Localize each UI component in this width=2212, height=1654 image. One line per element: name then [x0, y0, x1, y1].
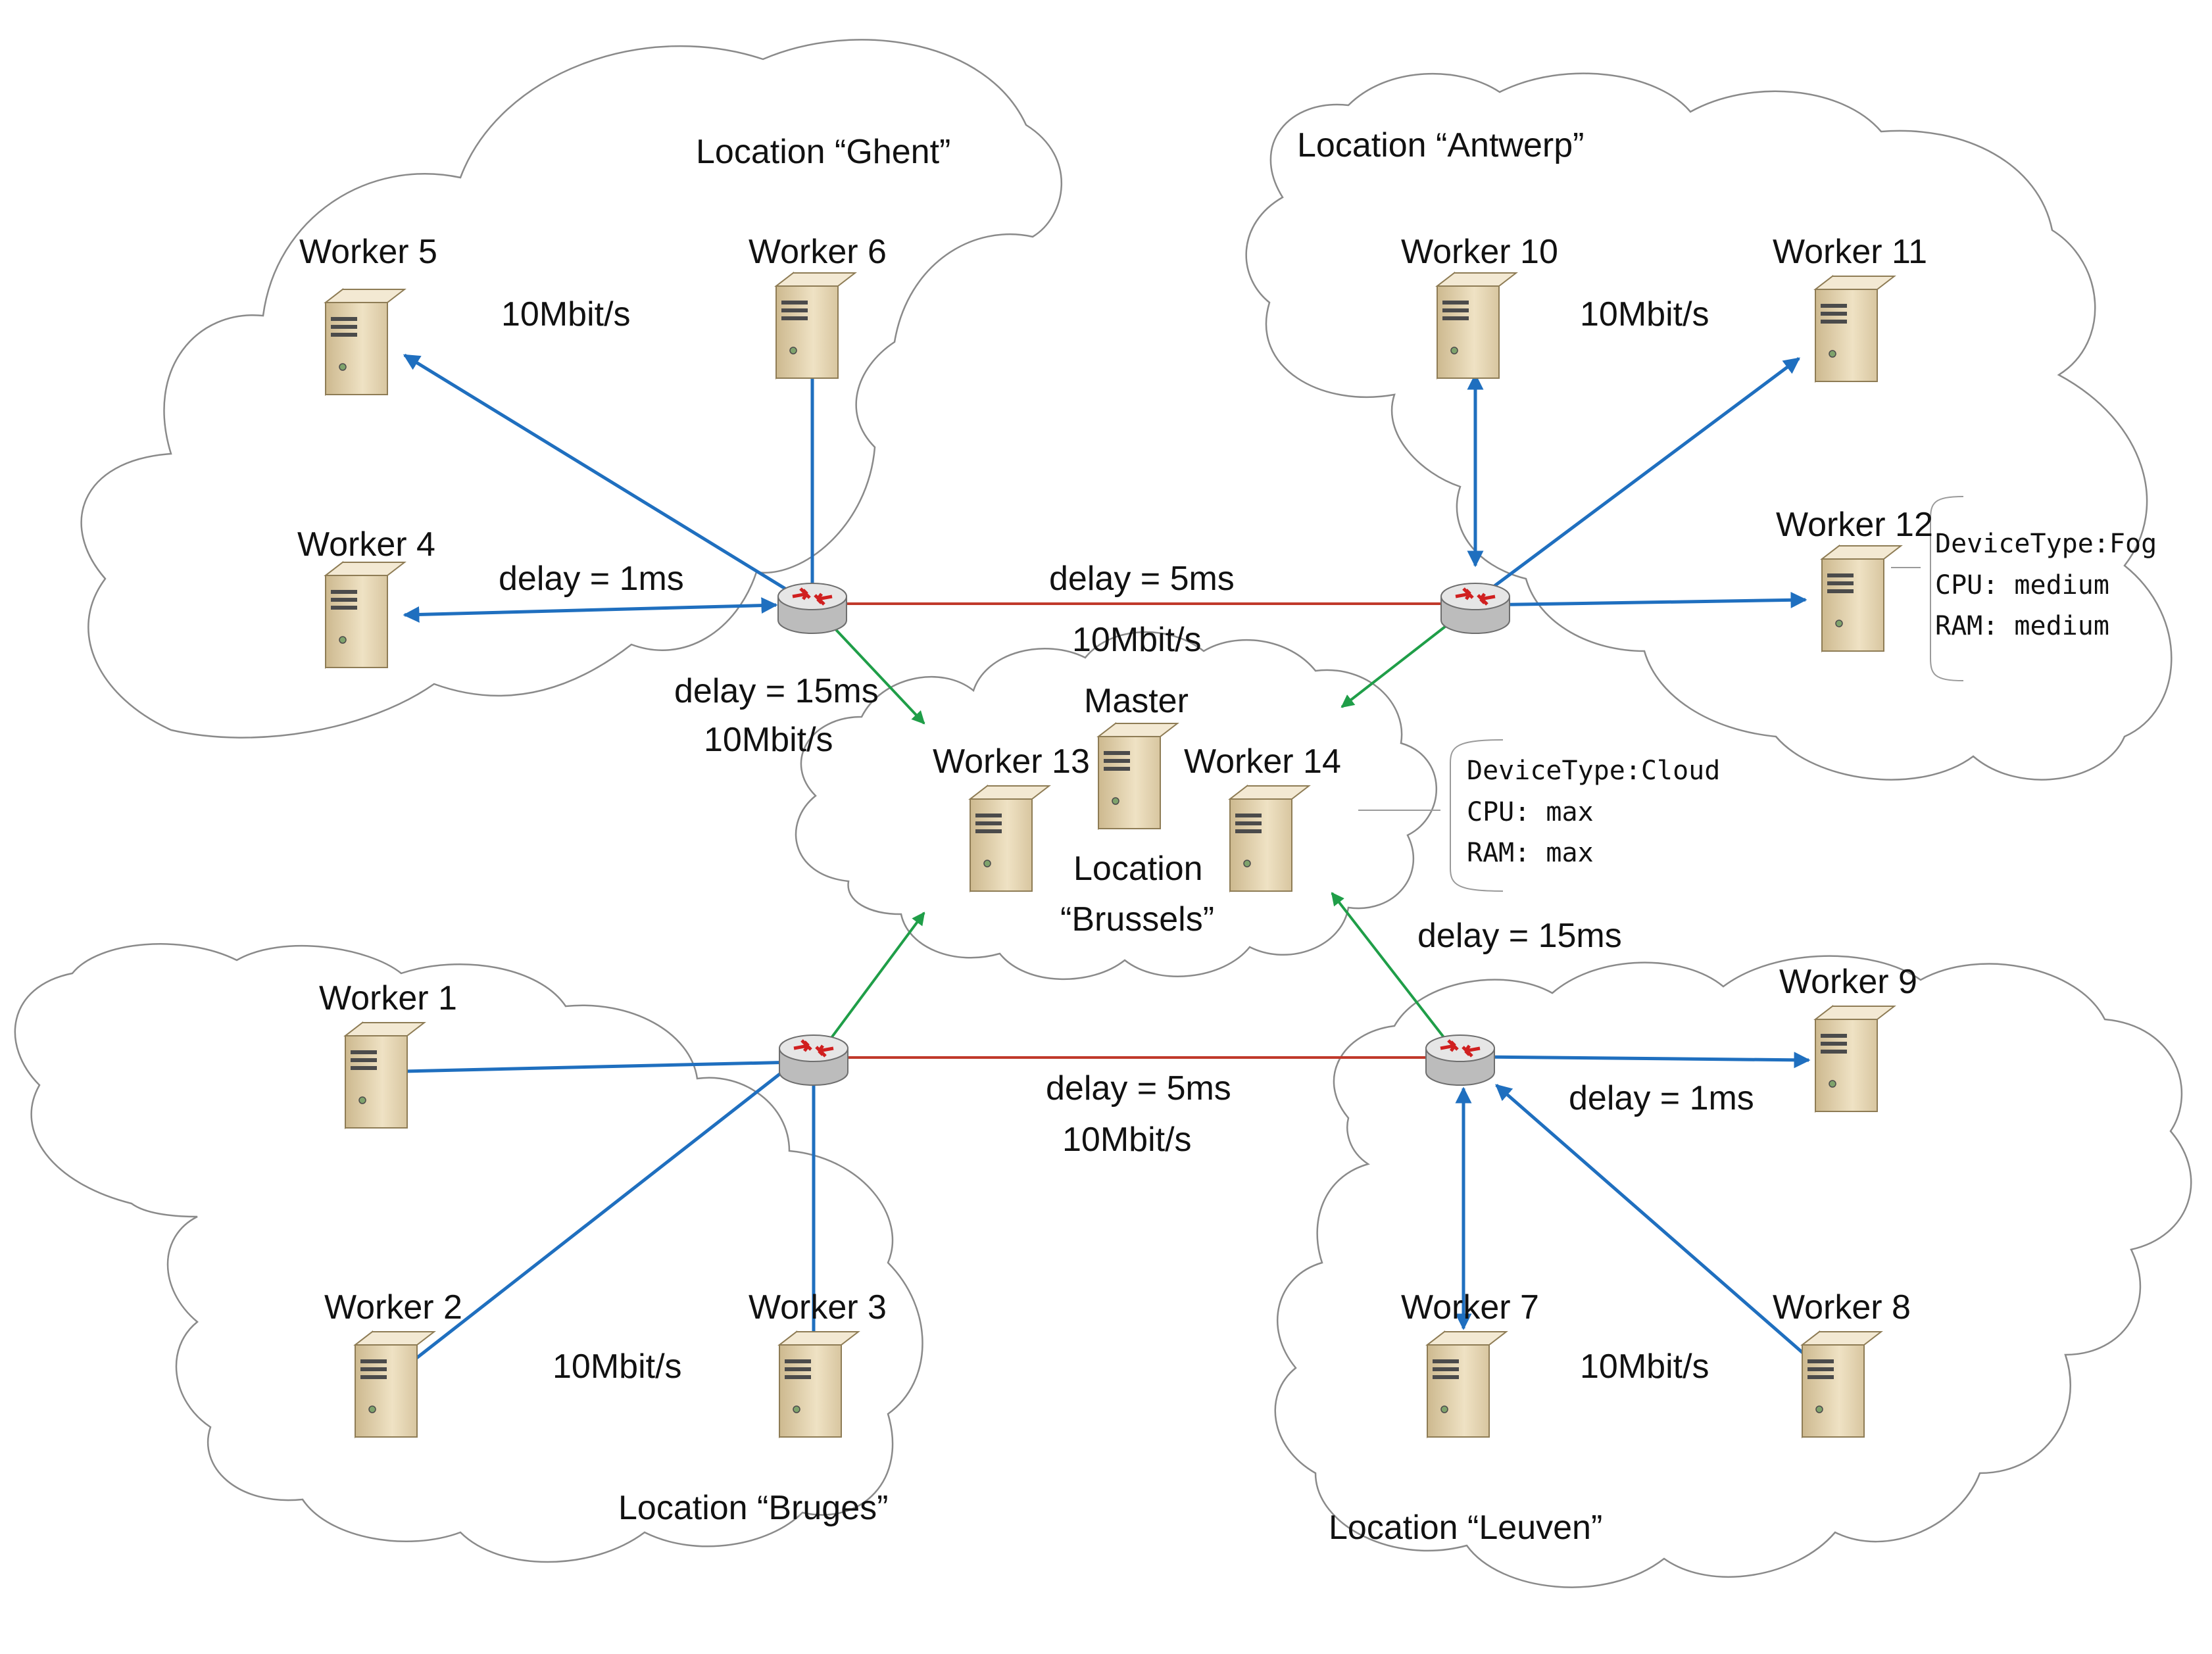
label-leuven-uplink-delay: delay = 15ms — [1417, 917, 1622, 955]
server-icon[interactable] — [1437, 272, 1517, 379]
server-icon[interactable] — [325, 289, 405, 395]
label-bottom-backbone-bandwidth: 10Mbit/s — [1062, 1121, 1192, 1159]
label-location-antwerp: Location “Antwerp” — [1297, 126, 1584, 164]
label-worker-8: Worker 8 — [1773, 1288, 1911, 1326]
server-icon[interactable] — [775, 272, 856, 379]
label-ghent-uplink-delay: delay = 15ms — [674, 672, 879, 710]
label-location-bruges: Location “Bruges” — [618, 1489, 888, 1527]
server-icon[interactable] — [1802, 1331, 1882, 1438]
link-ghent-worker4 — [403, 597, 778, 623]
label-location-brussels-line1: Location — [1073, 850, 1203, 888]
cloud-annotation-bracket — [1450, 739, 1504, 892]
fog-cpu: CPU: medium — [1935, 570, 2109, 600]
server-icon[interactable] — [1815, 276, 1895, 382]
label-bruges-bandwidth: 10Mbit/s — [553, 1348, 682, 1386]
cloud-leuven — [1274, 955, 2192, 1588]
link-bruges-worker2 — [390, 1058, 800, 1379]
link-ghent-worker5 — [403, 353, 797, 597]
uplink-bruges-brussels — [824, 912, 925, 1047]
cloud-ram: RAM: max — [1467, 838, 1594, 868]
label-antwerp-bandwidth: 10Mbit/s — [1580, 295, 1709, 333]
router-icon — [778, 583, 847, 633]
label-master: Master — [1084, 682, 1189, 720]
label-worker-3: Worker 3 — [749, 1288, 887, 1326]
link-antwerp-worker12 — [1479, 591, 1807, 608]
server-icon[interactable] — [325, 562, 405, 668]
label-leuven-bandwidth: 10Mbit/s — [1580, 1348, 1709, 1386]
label-bottom-backbone-delay: delay = 5ms — [1046, 1069, 1231, 1107]
label-worker-10: Worker 10 — [1401, 233, 1558, 271]
server-icon[interactable] — [1229, 785, 1310, 892]
cloud-antwerp — [1245, 72, 2173, 781]
cloud-device-annotation: DeviceType:Cloud CPU: max RAM: max — [1467, 756, 1720, 868]
cloud-bruges — [14, 943, 923, 1563]
uplink-antwerp-brussels — [1340, 614, 1462, 708]
label-worker-1: Worker 1 — [319, 979, 457, 1017]
label-ghent-bandwidth: 10Mbit/s — [501, 295, 631, 333]
label-worker-7: Worker 7 — [1401, 1288, 1539, 1326]
fog-device-annotation: DeviceType:Fog CPU: medium RAM: medium — [1935, 529, 2157, 641]
label-worker-4: Worker 4 — [297, 525, 435, 564]
fog-ram: RAM: medium — [1935, 611, 2109, 641]
cloud-ghent — [80, 39, 1062, 739]
uplink-ghent-brussels — [818, 610, 925, 725]
cloud-cpu: CPU: max — [1467, 797, 1594, 827]
link-leuven-worker8 — [1495, 1084, 1836, 1382]
cloud-device-type: DeviceType:Cloud — [1467, 756, 1720, 786]
router-icon — [1441, 583, 1510, 633]
router-icon — [1426, 1035, 1494, 1085]
label-leuven-delay: delay = 1ms — [1569, 1079, 1754, 1117]
label-worker-13: Worker 13 — [933, 742, 1090, 781]
server-icon[interactable] — [1821, 545, 1902, 652]
label-worker-5: Worker 5 — [299, 233, 437, 271]
server-icon[interactable] — [1098, 723, 1178, 829]
label-worker-2: Worker 2 — [324, 1288, 462, 1326]
label-top-backbone-bandwidth: 10Mbit/s — [1072, 621, 1202, 659]
label-worker-6: Worker 6 — [749, 233, 887, 271]
fog-device-type: DeviceType:Fog — [1935, 529, 2157, 559]
cloud-brussels — [795, 631, 1437, 980]
label-worker-9: Worker 9 — [1779, 963, 1917, 1001]
label-ghent-uplink-bandwidth: 10Mbit/s — [704, 721, 833, 759]
link-bruges-worker1 — [373, 1060, 797, 1080]
label-location-ghent: Location “Ghent” — [696, 133, 950, 171]
server-icon[interactable] — [1815, 1006, 1895, 1112]
router-icon — [779, 1035, 848, 1085]
server-icon[interactable] — [970, 785, 1050, 892]
server-icon[interactable] — [1427, 1331, 1507, 1438]
server-icon[interactable] — [355, 1331, 435, 1438]
label-ghent-delay: delay = 1ms — [499, 560, 684, 598]
label-location-leuven: Location “Leuven” — [1329, 1509, 1602, 1547]
link-leuven-worker9 — [1476, 1052, 1811, 1069]
label-worker-12: Worker 12 — [1776, 506, 1933, 544]
uplink-leuven-brussels — [1331, 892, 1452, 1047]
label-top-backbone-delay: delay = 5ms — [1049, 560, 1235, 598]
label-worker-11: Worker 11 — [1773, 233, 1927, 271]
label-worker-14: Worker 14 — [1184, 742, 1341, 781]
server-icon[interactable] — [345, 1022, 425, 1129]
link-antwerp-worker11 — [1485, 356, 1801, 594]
server-icon[interactable] — [779, 1331, 859, 1438]
label-location-brussels-line2: “Brussels” — [1060, 900, 1214, 938]
fog-annotation-bracket — [1930, 496, 1964, 681]
